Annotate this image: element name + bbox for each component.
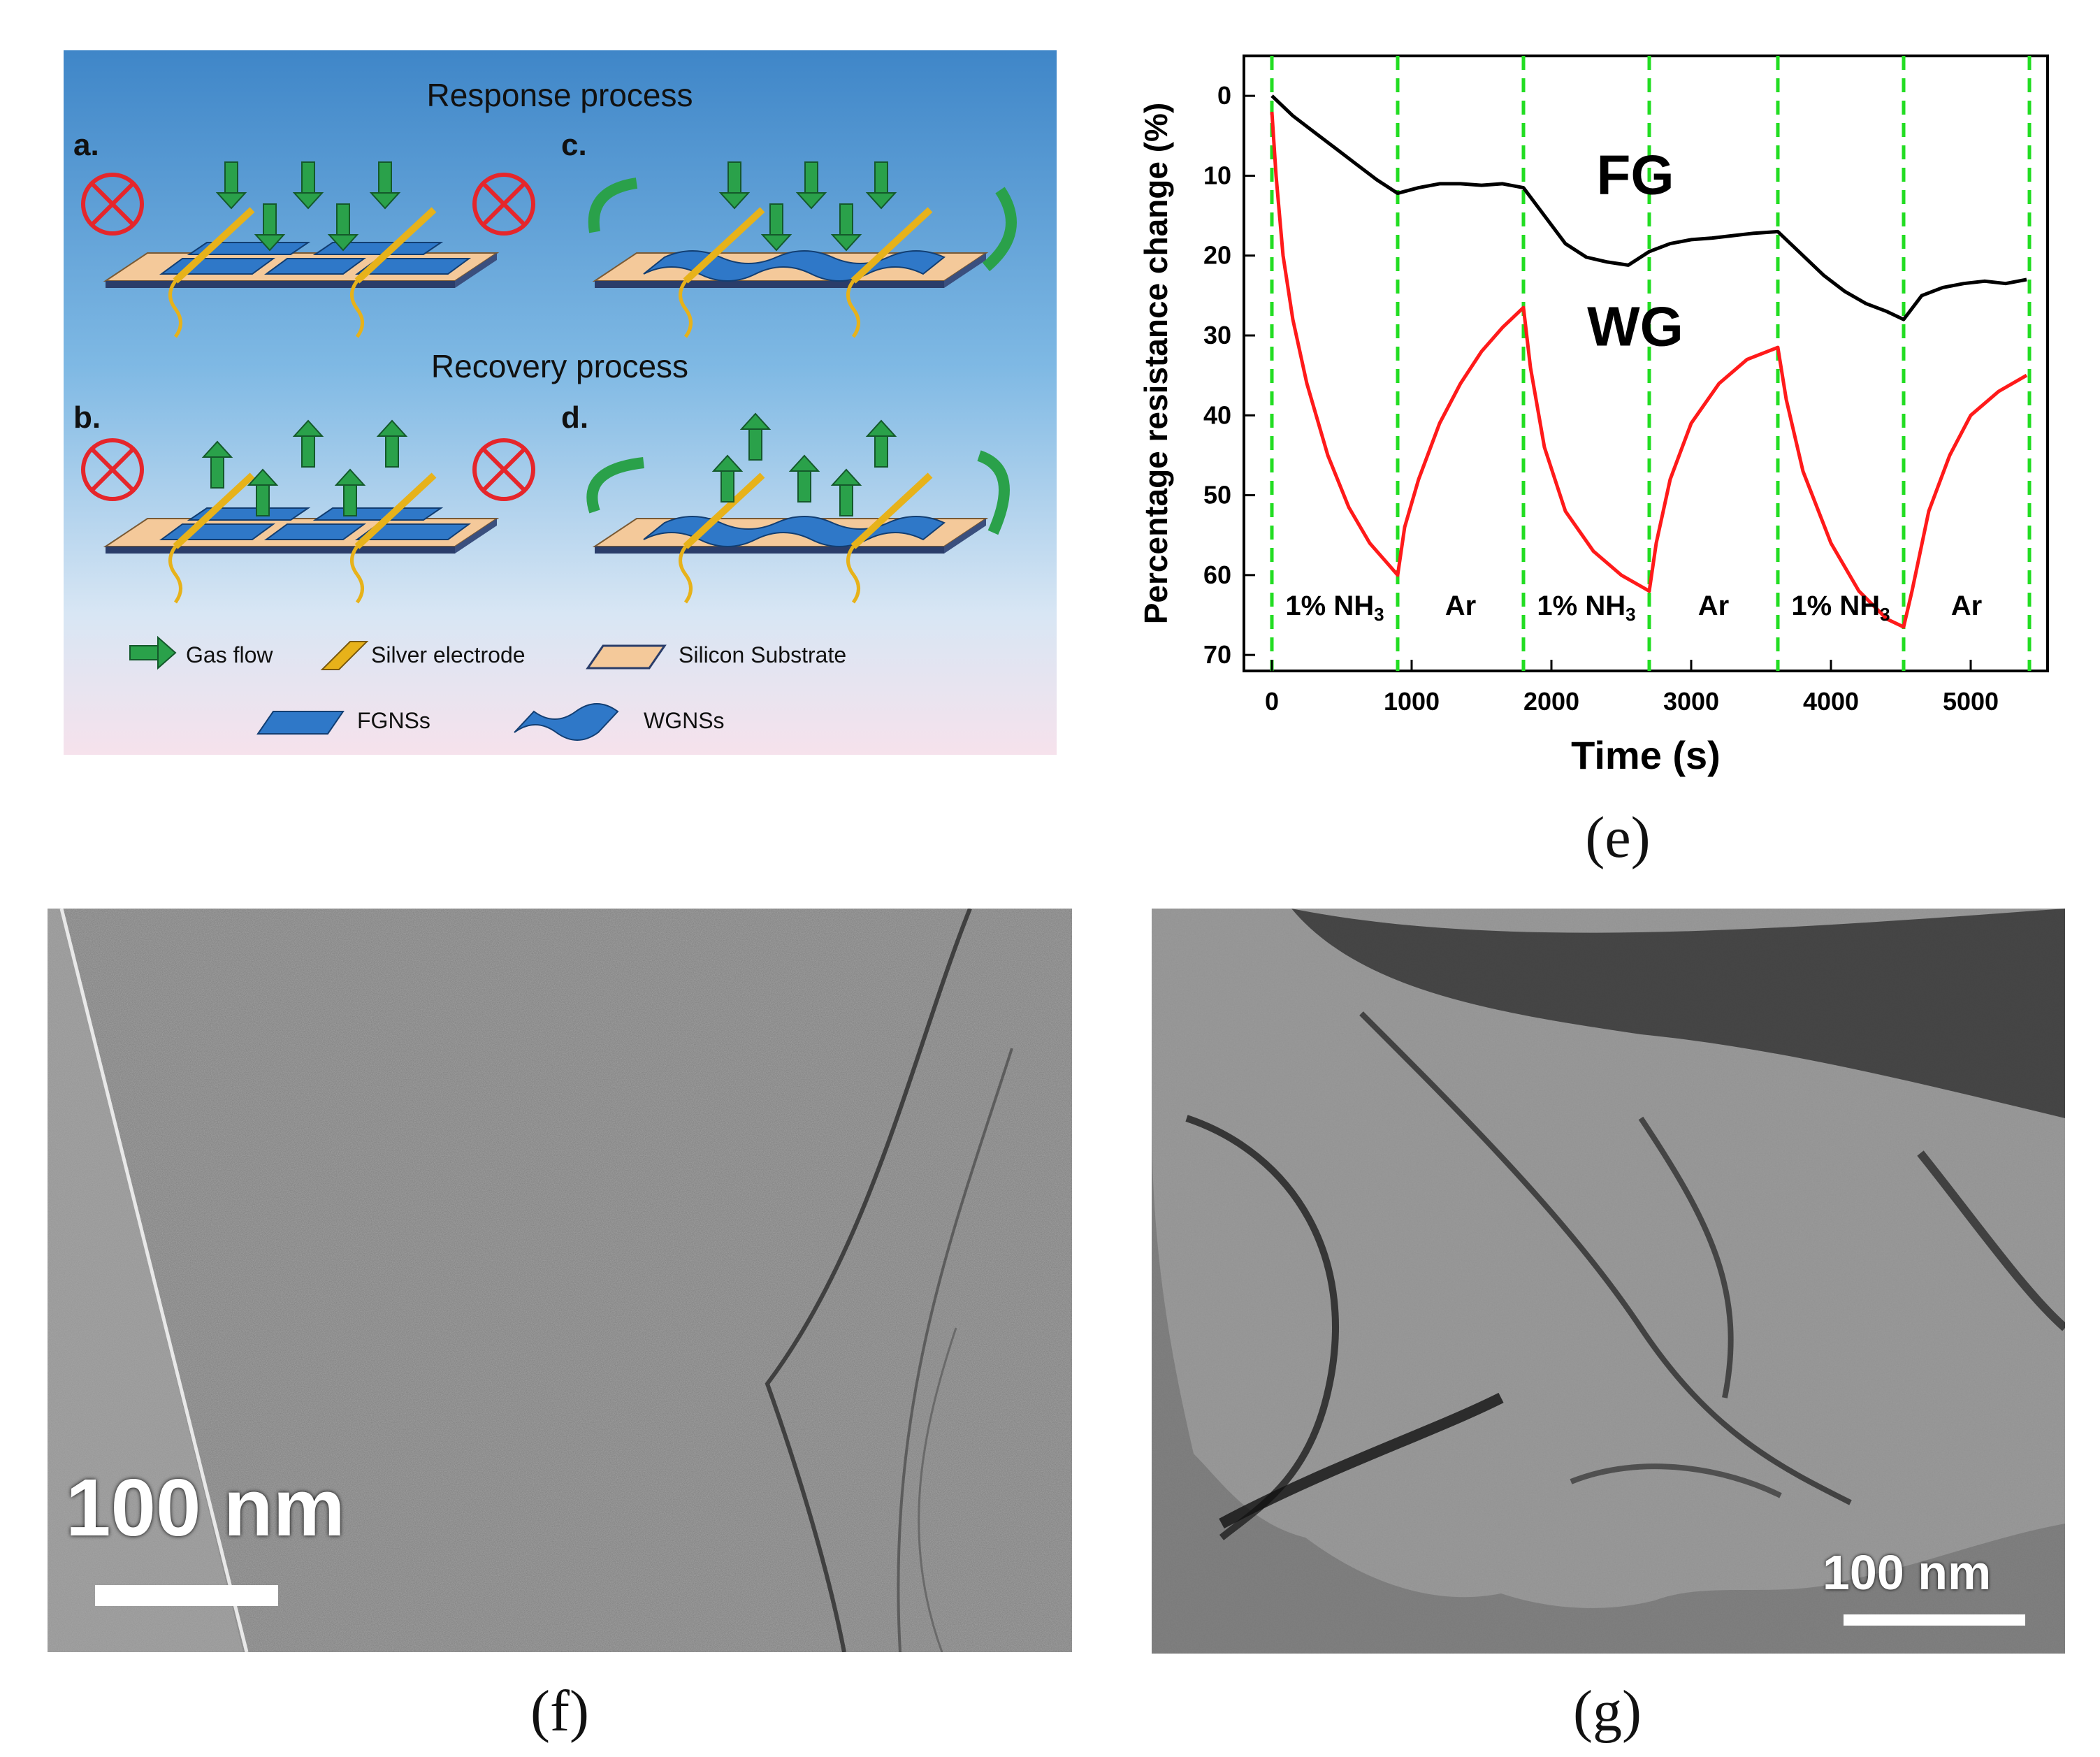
label-b: b.	[73, 400, 101, 435]
tem-image-g: 100 nm	[1152, 909, 2065, 1654]
x-tick-label-1: 1000	[1384, 687, 1440, 716]
x-tick-label-0: 0	[1265, 687, 1279, 716]
segment-label-0: 1% NH3	[1285, 591, 1384, 625]
axis-ticks: 0 1000 2000 3000 4000 5000 0 10 20 30 40 50 60 70	[1203, 81, 1999, 716]
tem-g-texture	[1152, 909, 2065, 1654]
caption-e: (e)	[1585, 805, 1651, 870]
legend-silicon-substrate: Silicon Substrate	[679, 642, 846, 667]
fgns-icon	[256, 711, 345, 735]
recovery-process-title: Recovery process	[431, 348, 688, 384]
series-annotations: FG WG	[1587, 143, 1683, 357]
x-tick-label-2: 2000	[1523, 687, 1579, 716]
tem-image-f: 100 nm	[48, 909, 1072, 1652]
label-c: c.	[561, 128, 587, 162]
segment-label-4: 1% NH3	[1791, 591, 1890, 625]
gas-flow-icon	[129, 635, 177, 670]
segment-label-3: Ar	[1698, 591, 1729, 621]
label-a: a.	[73, 128, 99, 162]
scale-bar-label-f: 100 nm	[66, 1462, 345, 1553]
series-line-fg	[1270, 94, 2027, 321]
legend-wgns: WGNSs	[644, 708, 725, 733]
plot-frame	[1243, 55, 2049, 672]
y-tick-label-0: 0	[1217, 81, 1231, 110]
scale-bar-g	[1844, 1614, 2025, 1626]
caption-f: (f)	[530, 1679, 589, 1744]
annotation-wg: WG	[1587, 296, 1683, 358]
label-d: d.	[561, 400, 588, 435]
segment-label-1: Ar	[1445, 591, 1476, 621]
y-tick-label-2: 20	[1203, 241, 1231, 270]
segment-labels: 1% NH3 Ar 1% NH3 Ar 1% NH3 Ar	[1285, 591, 1982, 625]
silicon-substrate-icon	[586, 644, 667, 670]
series-line-wg	[1270, 111, 2028, 629]
diagram-a	[83, 161, 533, 338]
segment-dividers	[1270, 56, 2032, 671]
schematic-panel: Response process Recovery process a. b. …	[64, 50, 1057, 755]
tem-f-texture	[48, 909, 1072, 1652]
scale-bar-f	[95, 1585, 278, 1606]
y-tick-label-7: 70	[1203, 640, 1231, 669]
x-tick-label-4: 4000	[1803, 687, 1859, 716]
x-axis-label: Time (s)	[1571, 733, 1721, 777]
y-tick-label-4: 40	[1203, 400, 1231, 429]
legend-gas-flow: Gas flow	[186, 642, 273, 667]
y-axis-label: Percentage resistance change (%)	[1138, 103, 1174, 625]
legend: Gas flow Silver electrode Silicon Substr…	[129, 635, 846, 741]
response-process-title: Response process	[427, 77, 693, 113]
data-series	[1270, 94, 2028, 629]
resistance-chart: 0 1000 2000 3000 4000 5000 0 10 20 30 40 50 60 70 1% …	[1138, 55, 2049, 777]
legend-fgns: FGNSs	[357, 708, 430, 733]
legend-silver-electrode: Silver electrode	[371, 642, 526, 667]
y-tick-label-3: 30	[1203, 321, 1231, 349]
y-tick-label-1: 10	[1203, 161, 1231, 189]
annotation-fg: FG	[1596, 143, 1674, 205]
segment-label-5: Ar	[1951, 591, 1982, 621]
x-tick-label-3: 3000	[1663, 687, 1719, 716]
x-tick-label-5: 5000	[1943, 687, 1999, 716]
y-tick-label-5: 50	[1203, 481, 1231, 509]
silver-electrode-icon	[320, 641, 369, 670]
scale-bar-label-g: 100 nm	[1823, 1545, 1992, 1600]
segment-label-2: 1% NH3	[1537, 591, 1635, 625]
caption-g: (g)	[1573, 1679, 1642, 1744]
diagram-c	[588, 161, 1017, 338]
wgns-icon	[514, 703, 619, 741]
y-tick-label-6: 60	[1203, 561, 1231, 589]
diagram-d	[586, 413, 1010, 604]
diagram-b	[83, 420, 533, 604]
